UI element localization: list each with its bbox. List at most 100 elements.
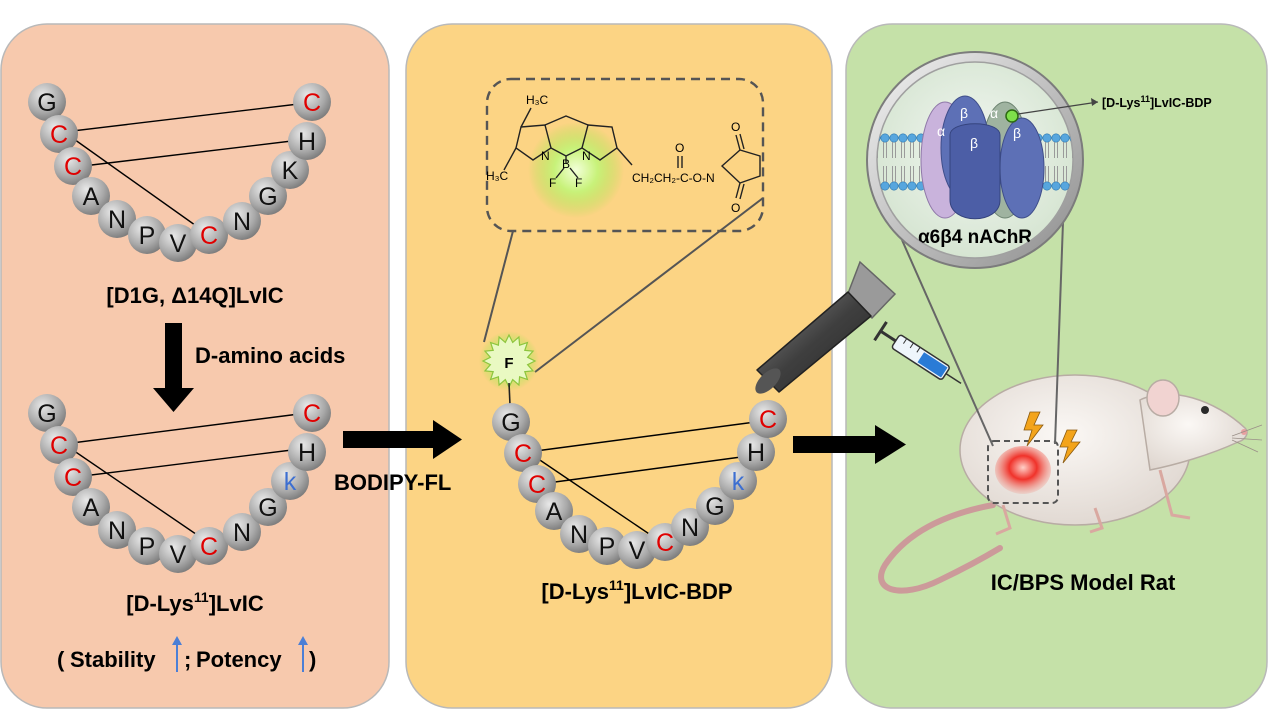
residue-bead [293,83,331,121]
zoom-line-left [901,239,994,447]
lightning-icon [1059,429,1081,464]
residue-letter: C [200,533,218,561]
ligand-binding-dot [1005,109,1019,123]
subunit-label: β [970,135,978,151]
peptide-2-name: [D-Lys11]LvIC [126,589,264,616]
lipid-head [1042,181,1052,191]
residue-letter: H [298,128,316,156]
residue-letter: K [282,157,299,185]
residue-letter: C [303,89,321,117]
note-separator: ; [184,647,191,672]
note-stability: Stability [70,647,156,672]
up-arrow-icon [298,636,308,672]
subunit-label: α [937,123,945,139]
fluorophore-label: F [504,355,513,372]
residue-letter: C [656,529,674,557]
up-arrow-icon [172,636,182,672]
receptor-label: α6β4 nAChR [918,227,1032,248]
membrane-view: α β α β β α6β4 nAChR [877,95,1073,248]
residue-letter: N [681,514,699,542]
residue-bead [223,202,261,240]
methyl-top: H₃C [526,93,549,107]
subunit-label: β [1013,125,1021,141]
rat-hind-foot [995,504,1012,536]
residue-letter: P [139,222,156,250]
residue-bead [671,508,709,546]
panel-middle [405,23,833,709]
lipid-head [898,181,908,191]
residue-bead [98,511,136,549]
lipid-head [889,181,899,191]
residue-letter: C [303,400,321,428]
residue-letter: A [546,498,563,526]
syringe-icon [873,321,962,385]
rat-tail [878,502,1003,594]
residue-letter: G [258,183,277,211]
lipid-head [889,133,899,143]
note-close-paren: ) [309,647,316,672]
lipid-head [1051,133,1061,143]
bladder-icon [995,446,1051,494]
residue-letter: C [50,432,68,460]
disulfide-bonds-3 [527,420,764,545]
residue-bead [223,513,261,551]
bladder-highlight-box [987,440,1059,504]
rat-eye [1201,406,1209,414]
residue-letter: C [64,464,82,492]
rat-illustration [878,374,1263,594]
atom-n-right: N [582,149,591,163]
imide-oxygen-bottom: O [731,201,740,215]
atom-n-left: N [541,149,550,163]
residue-letter: C [64,153,82,181]
ligand-label: [D-Lys11]LvIC-BDP [1102,94,1212,110]
ligand-pointer-line [1017,101,1099,115]
lipid-head [1042,133,1052,143]
residue-letter: C [528,471,546,499]
residue-bead [749,400,787,438]
residue-letter: N [570,521,588,549]
rat-front-foot-2 [1158,469,1191,520]
atom-boron: B [562,157,570,171]
residue-letter: N [108,206,126,234]
residue-letter: N [233,519,251,547]
bodipy-fl-label: BODIPY-FL [334,470,451,495]
residue-letter: H [747,439,765,467]
residue-bead [696,487,734,525]
residue-bead [159,224,197,262]
residue-letter: A [83,494,100,522]
residue-bead [98,200,136,238]
fluorescence-glow [528,122,624,218]
callout-line-left [483,230,514,343]
lipid-head [880,181,890,191]
residue-letter: C [759,406,777,434]
residue-letter: V [629,537,646,565]
lipid-head [907,181,917,191]
subunit-beta-2 [949,123,1001,220]
fluorophore-star-icon: F [479,331,539,391]
residue-letter: C [514,440,532,468]
residue-bead [271,151,309,189]
peptide-1-name: [D1G, Δ14Q]LvIC [106,283,283,308]
residue-bead [293,394,331,432]
linker-bond [508,382,511,406]
residue-letter: k [284,468,297,496]
residue-bead [588,527,626,565]
imide-oxygen-top: O [731,120,740,134]
subunit-beta-3 [999,117,1045,219]
residue-bead [249,488,287,526]
disulfide-bonds-2 [63,412,308,544]
residue-bead [288,122,326,160]
model-rat-label: IC/BPS Model Rat [991,570,1176,595]
residue-letter: V [170,541,187,569]
atom-fluorine-1: F [549,176,556,190]
residue-bead [40,115,78,153]
methyl-bottom: H₃C [486,169,509,183]
lipid-head [1060,133,1070,143]
residue-letter: N [108,517,126,545]
residue-letter: G [258,494,277,522]
residue-bead [719,462,757,500]
residue-bead [128,216,166,254]
residue-bead [737,433,775,471]
residue-letter: V [170,230,187,258]
